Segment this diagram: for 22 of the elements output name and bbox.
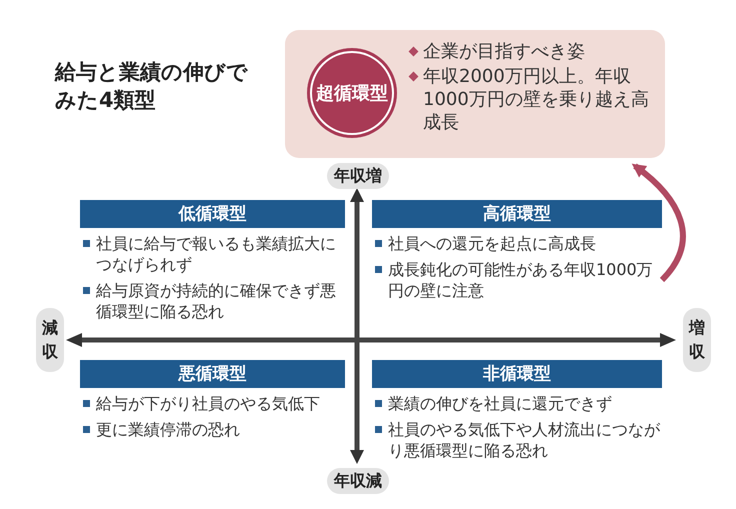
bullet-text: 業績の伸びを社員に還元できず (372, 393, 662, 414)
title: 給与と業績の伸びでみた4類型 (55, 59, 249, 114)
bullet-text: 社員への還元を起点に高成長 (372, 233, 662, 254)
header-bar: 高循環型 (372, 200, 662, 228)
curved-arrow (632, 164, 686, 282)
bullet-text: 社員に給与で報いるも業績拡大につなげられず (80, 233, 345, 275)
axis-label: 減収 (36, 308, 64, 372)
axis-label: 年収減 (327, 468, 389, 494)
header-bar: 非循環型 (372, 360, 662, 388)
axis-label: 増収 (683, 308, 711, 372)
bullet-text: 年収2000万円以上。年収1000万円の壁を乗り越え高成長 (407, 65, 657, 134)
header-bar: 低循環型 (80, 200, 345, 228)
bullet-text: 社員のやる気低下や人材流出につながり悪循環型に陥る恐れ (372, 419, 662, 461)
axis-label: 年収増 (327, 163, 389, 189)
callout-box (285, 30, 665, 158)
bullet-text: 給与原資が持続的に確保できず悪循環型に陥る恐れ (80, 280, 345, 322)
bullet-text: 給与が下がり社員のやる気低下 (80, 393, 345, 414)
type-circle: 超循環型 (307, 48, 397, 138)
bullet-text: 成長鈍化の可能性がある年収1000万円の壁に注意 (372, 259, 662, 301)
header-bar: 悪循環型 (80, 360, 345, 388)
bullet-text: 更に業績停滞の恐れ (80, 419, 345, 440)
bullet-text: 企業が目指すべき姿 (407, 40, 657, 63)
